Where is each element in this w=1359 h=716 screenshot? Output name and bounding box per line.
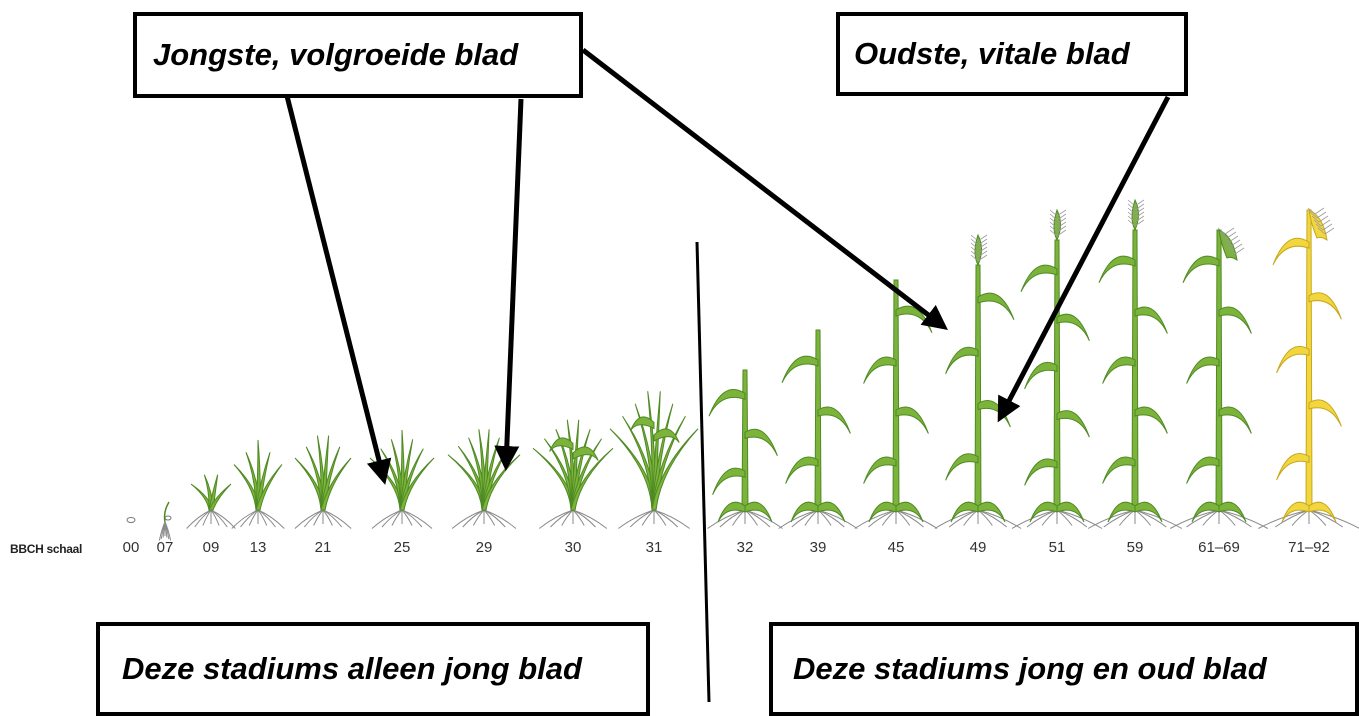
bbch-stage-label: 21: [314, 539, 332, 556]
arrow-icon: [997, 95, 1171, 423]
bbch-stage-label: 00: [122, 539, 140, 556]
wheat-plant-icon: [934, 233, 1022, 529]
wheat-plant-icon: [186, 474, 236, 529]
callout-youngest-leaf-text: Jongste, volgroeide blad: [153, 37, 519, 72]
bbch-stage-label: 49: [969, 539, 987, 556]
callout-youngest-leaf: Jongste, volgroeide blad: [133, 12, 583, 98]
callout-arrows: [284, 48, 1171, 485]
wheat-plant-icon: [1087, 198, 1183, 529]
callout-stages-young-only-text: Deze stadiums alleen jong blad: [122, 651, 582, 686]
bbch-stage-label: 45: [887, 539, 905, 556]
wheat-plant-icon: [231, 439, 285, 529]
arrow-icon: [494, 98, 524, 471]
wheat-plant-icon: [1258, 207, 1359, 529]
callout-oldest-leaf: Oudste, vitale blad: [836, 12, 1188, 96]
bbch-stage-label: 32: [736, 539, 754, 556]
wheat-plant-icon: [1170, 227, 1268, 529]
callout-oldest-leaf-text: Oudste, vitale blad: [854, 36, 1130, 71]
bbch-stage-label: 51: [1048, 539, 1066, 556]
wheat-plant-icon: [707, 369, 783, 529]
bbch-stage-label: 25: [393, 539, 411, 556]
wheat-plant-icon: [294, 435, 352, 529]
bbch-scale-title: BBCH schaal: [10, 542, 83, 556]
bbch-stage-label: 07: [156, 539, 174, 556]
wheat-plant-icon: [447, 429, 521, 529]
wheat-plant-icon: [854, 279, 938, 529]
wheat-plant-icon: [609, 391, 699, 529]
bbch-stage-label: 29: [475, 539, 493, 556]
wheat-plant-icon: [369, 429, 435, 529]
bbch-stage-label: 59: [1126, 539, 1144, 556]
wheat-plant-icon: [126, 517, 136, 523]
wheat-plant-icon: [158, 501, 172, 541]
bbch-stage-label: 31: [645, 539, 663, 556]
divider-line: [695, 241, 711, 702]
bbch-stage-label: 09: [202, 539, 220, 556]
bbch-stage-label: 30: [564, 539, 582, 556]
bbch-stage-label: 13: [249, 539, 267, 556]
growth-stage-plants: [126, 198, 1359, 541]
wheat-plant-icon: [532, 419, 614, 529]
callout-stages-young-and-old-text: Deze stadiums jong en oud blad: [793, 651, 1267, 686]
bbch-stage-label: 39: [809, 539, 827, 556]
bbch-stage-label: 61–69: [1198, 539, 1240, 556]
bbch-stage-label: 71–92: [1288, 539, 1330, 556]
arrow-icon: [284, 95, 392, 485]
wheat-plant-icon: [778, 329, 858, 529]
arrow-icon: [581, 48, 948, 331]
